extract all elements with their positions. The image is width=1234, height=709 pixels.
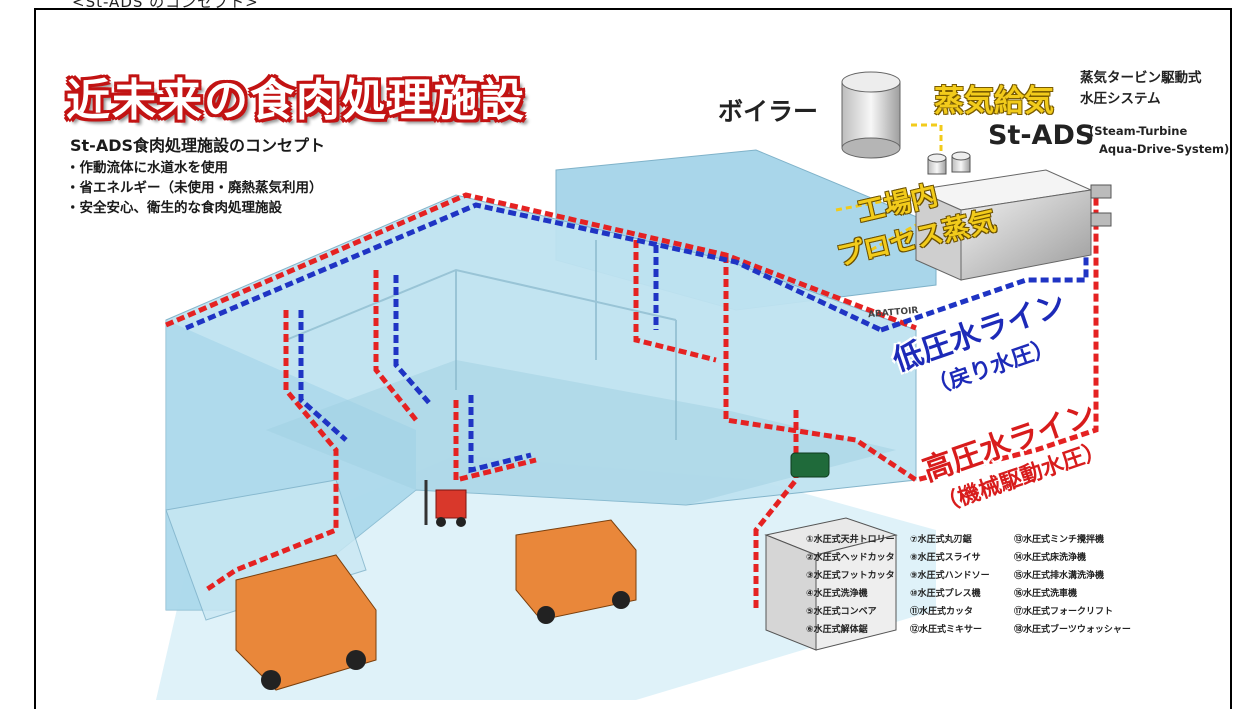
facility-illustration xyxy=(156,71,1112,700)
turbine-system-label: 蒸気タービン駆動式 水圧システム xyxy=(1080,68,1202,110)
low-pressure-pipe xyxy=(185,202,1089,474)
concept-bullet: ・省エネルギー（未使用・廃熱蒸気利用） xyxy=(66,180,323,196)
legend-item: ⑮水圧式排水溝洗浄機 xyxy=(1014,571,1105,581)
concept-bullet: ・作動流体に水道水を使用 xyxy=(66,160,228,176)
legend-item: ⑭水圧式床洗浄機 xyxy=(1014,553,1087,563)
drain-washer xyxy=(764,517,898,651)
floor-washer xyxy=(790,452,830,478)
legend-item: ⑤水圧式コンベア xyxy=(806,607,877,617)
steam-pipe xyxy=(835,123,943,252)
high-pressure-pipe xyxy=(165,192,1099,610)
st-ads-label: St-ADS xyxy=(988,120,1095,151)
boiler-label: ボイラー xyxy=(718,97,819,126)
legend-item: ⑨水圧式ハンドソー xyxy=(910,571,990,581)
building-floor-plate xyxy=(266,360,896,505)
diagram-title: 近未来の食肉処理施設 xyxy=(66,75,526,126)
diagram-frame: 近未来の食肉処理施設 St-ADS食肉処理施設のコンセプト ・作動流体に水道水を… xyxy=(34,8,1232,709)
legend-item: ③水圧式フットカッタ xyxy=(806,571,895,581)
boiler xyxy=(841,71,901,159)
st-ads-fullname-line: Aqua-Drive-System) xyxy=(1099,142,1230,156)
figure-caption: <St-ADS のコンセプト> xyxy=(72,0,259,11)
legend-item: ⑬水圧式ミンチ攪拌機 xyxy=(1014,535,1105,545)
van-right xyxy=(515,519,637,624)
legend-item: ④水圧式洗浄機 xyxy=(806,589,868,599)
legend-item: ⑩水圧式プレス機 xyxy=(910,589,981,599)
legend-item: ⑫水圧式ミキサー xyxy=(910,625,983,635)
turbine-line: 水圧システム xyxy=(1080,91,1161,107)
van-left xyxy=(235,554,377,691)
st-ads-turbines xyxy=(927,151,971,175)
legend-item: ①水圧式天井トロリー xyxy=(806,535,895,545)
legend-item: ⑥水圧式解体鋸 xyxy=(806,625,868,635)
turbine-line: 蒸気タービン駆動式 xyxy=(1080,70,1202,86)
concept-heading: St-ADS食肉処理施設のコンセプト xyxy=(70,136,326,155)
legend-item: ⑰水圧式フォークリフト xyxy=(1014,607,1114,617)
legend-item: ⑦水圧式丸刃鋸 xyxy=(910,535,972,545)
forklift xyxy=(424,480,467,527)
legend-item: ⑯水圧式洗車機 xyxy=(1014,589,1078,599)
legend-item: ⑪水圧式カッタ xyxy=(910,607,974,617)
legend-item: ②水圧式ヘッドカッタ xyxy=(806,553,895,563)
equipment-legend: ①水圧式天井トロリー ⑦水圧式丸刃鋸 ⑬水圧式ミンチ攪拌機 ②水圧式ヘッドカッタ… xyxy=(806,532,1164,635)
steam-supply-label: 蒸気給気 xyxy=(934,84,1054,119)
legend-item: ⑧水圧式スライサ xyxy=(910,553,981,563)
st-ads-fullname-line: (Steam-Turbine xyxy=(1089,124,1188,138)
concept-bullet: ・安全安心、衛生的な食肉処理施設 xyxy=(66,200,282,216)
legend-item: ⑱水圧式ブーツウォッシャー xyxy=(1014,625,1131,635)
pressure-unit xyxy=(914,169,1112,281)
st-ads-fullname: (Steam-Turbine Aqua-Drive-System) xyxy=(1089,122,1229,158)
